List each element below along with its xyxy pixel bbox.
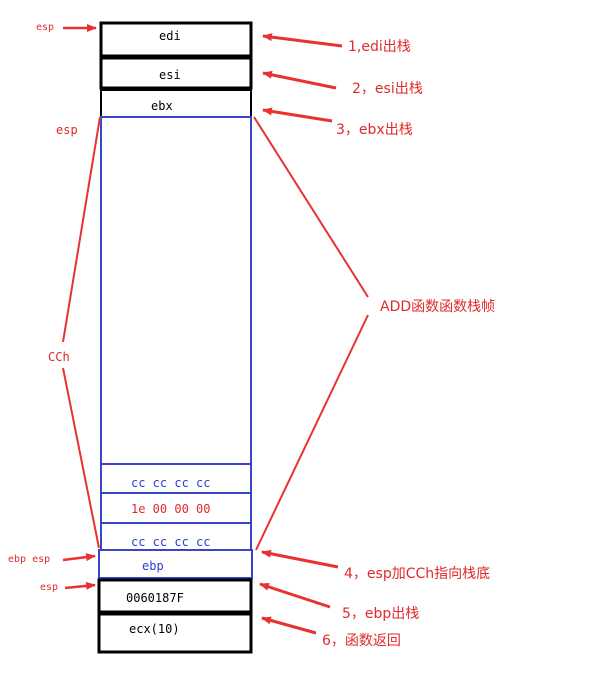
stack-cell-cc-row-2-label: cc cc cc cc — [131, 535, 210, 549]
note-pop-ebx: 3，ebx出栈 — [336, 122, 413, 138]
arrow-ebp-esp — [62, 553, 96, 562]
arrow-esp-add — [261, 549, 339, 569]
stack-cell-value-row-label: 1e 00 00 00 — [131, 502, 210, 516]
note-add-frame: ADD函数函数栈帧 — [380, 299, 495, 315]
note-ret: 6，函数返回 — [322, 633, 401, 649]
stack-cell-ebp-label: ebp — [142, 559, 164, 573]
stack-cell-cc-row-2: cc cc cc cc — [100, 522, 252, 551]
stack-cell-edi-label: edi — [159, 29, 181, 43]
label-esp-top: esp — [36, 22, 54, 33]
stack-cell-ecx: ecx(10) — [97, 612, 253, 654]
frame-bracket-lower — [255, 314, 369, 551]
arrow-pop-ebx — [262, 107, 333, 123]
stack-cell-cc-row-1-label: cc cc cc cc — [131, 476, 210, 490]
stack-cell-value-row: 1e 00 00 00 — [100, 492, 252, 524]
note-pop-esi: 2，esi出栈 — [352, 81, 423, 97]
label-esp-bottom: esp — [40, 582, 58, 593]
stack-cell-esi-label: esi — [159, 68, 181, 82]
arrow-ret — [261, 616, 317, 635]
label-ebp-esp: ebp esp — [8, 554, 50, 565]
arrow-esp-bottom — [64, 581, 96, 590]
stack-cell-return-address-label: 0060187F — [126, 591, 184, 605]
stack-cell-esi: esi — [99, 56, 253, 90]
stack-cell-ecx-label: ecx(10) — [129, 622, 180, 636]
cch-bracket-lower — [62, 367, 100, 549]
note-pop-ebp: 5，ebp出栈 — [342, 606, 419, 622]
arrow-pop-ebp — [259, 582, 331, 609]
label-cch: CCh — [48, 350, 70, 364]
add-function-frame-region — [100, 116, 252, 465]
stack-cell-cc-row-1: cc cc cc cc — [100, 463, 252, 494]
stack-cell-ebx: ebx — [100, 89, 252, 118]
note-esp-add: 4，esp加CCh指向栈底 — [344, 566, 490, 582]
note-pop-edi: 1,edi出栈 — [348, 39, 411, 55]
arrow-pop-edi — [262, 33, 343, 48]
label-esp-frame: esp — [56, 123, 78, 137]
arrow-pop-esi — [262, 70, 337, 90]
stack-cell-ebx-label: ebx — [151, 99, 173, 113]
stack-cell-edi: edi — [99, 21, 253, 58]
stack-cell-return-address: 0060187F — [97, 578, 253, 614]
frame-bracket-upper — [253, 116, 369, 298]
stack-cell-ebp: ebp — [98, 549, 253, 579]
cch-bracket-upper — [62, 116, 101, 343]
